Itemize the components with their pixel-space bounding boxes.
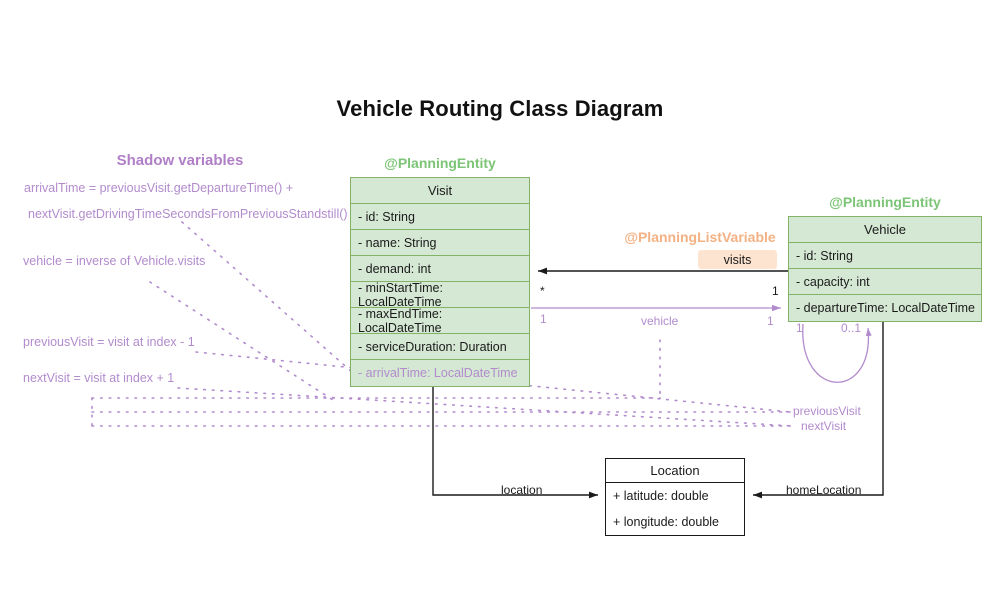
multiplicity-self-loop-right: 0..1 (841, 321, 862, 335)
planning-list-variable-stereotype: @PlanningListVariable (624, 229, 776, 245)
edge-label-visits: visits (698, 250, 777, 269)
visit-attribute-min-start-time: - minStartTime: LocalDateTime (351, 281, 529, 309)
visit-attribute-service-duration: - serviceDuration: Duration (351, 334, 529, 360)
shadow-note-arrival-time-2: nextVisit.getDrivingTimeSecondsFromPrevi… (28, 207, 348, 221)
vehicle-class-name: Vehicle (789, 217, 981, 243)
class-box-location[interactable]: Location + latitude: double + longitude:… (605, 458, 745, 536)
edge-visit-location (432, 381, 598, 499)
visit-attribute-demand: - demand: int (351, 256, 529, 282)
multiplicity-vehicle-target: 1 (767, 314, 774, 328)
location-attribute-longitude: + longitude: double (613, 515, 719, 529)
visit-class-name: Visit (351, 178, 529, 204)
shadow-note-next-visit: nextVisit = visit at index + 1 (23, 371, 175, 385)
location-attribute-latitude: + latitude: double (613, 489, 709, 503)
visit-stereotype: @PlanningEntity (384, 155, 496, 171)
shadow-variables-heading: Shadow variables (116, 152, 244, 169)
page-title: Vehicle Routing Class Diagram (336, 96, 664, 121)
multiplicity-vehicle-source: 1 (540, 312, 547, 326)
multiplicity-visits-source: * (540, 284, 545, 298)
shadow-note-arrival-time-1: arrivalTime = previousVisit.getDeparture… (24, 181, 294, 195)
visit-attribute-id: - id: String (351, 204, 529, 230)
visit-attribute-name: - name: String (351, 230, 529, 256)
visit-attribute-arrival-time: - arrivalTime: LocalDateTime (358, 366, 518, 380)
vehicle-attribute-capacity: - capacity: int (789, 269, 981, 295)
multiplicity-self-loop-left: 1 (796, 321, 803, 335)
edge-label-vehicle: vehicle (641, 314, 679, 328)
vehicle-attribute-id: - id: String (789, 243, 981, 269)
edge-label-home-location: homeLocation (786, 483, 862, 497)
multiplicity-visits-target: 1 (772, 284, 779, 298)
class-box-vehicle[interactable]: Vehicle - id: String - capacity: int - d… (788, 216, 982, 322)
edge-label-next-visit: nextVisit (801, 419, 847, 433)
class-box-visit[interactable]: Visit - id: String - name: String - dema… (350, 177, 530, 387)
edge-label-location: location (501, 483, 543, 497)
visit-attribute-max-end-time: - maxEndTime: LocalDateTime (351, 307, 529, 335)
vehicle-attribute-departure-time: - departureTime: LocalDateTime (796, 301, 976, 315)
shadow-note-vehicle: vehicle = inverse of Vehicle.visits (23, 254, 206, 268)
vehicle-stereotype: @PlanningEntity (829, 194, 941, 210)
edge-label-previous-visit: previousVisit (793, 404, 861, 418)
location-class-name: Location (606, 459, 744, 483)
shadow-note-previous-visit: previousVisit = visit at index - 1 (23, 335, 195, 349)
